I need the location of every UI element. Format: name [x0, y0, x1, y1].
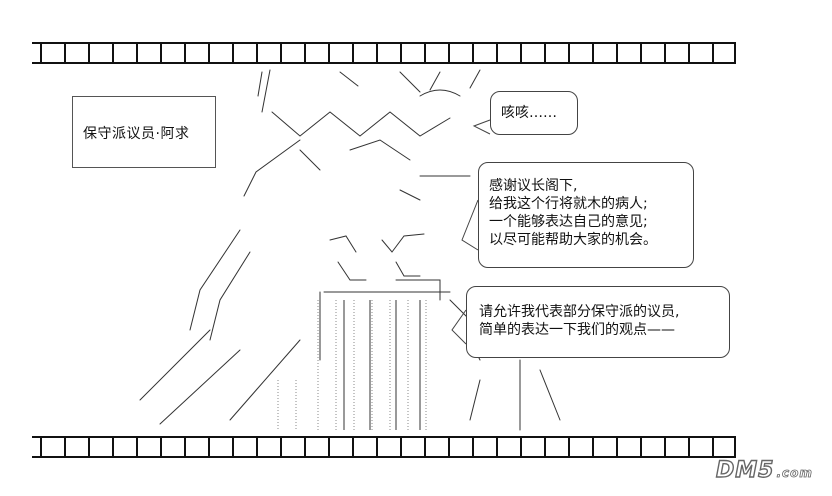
rail-tick: [472, 436, 474, 458]
rail-line: [32, 62, 736, 64]
rail-tick: [568, 42, 570, 64]
rail-tick: [520, 436, 522, 458]
rail-tick: [664, 436, 666, 458]
rail-tick: [160, 42, 162, 64]
rail-tick: [592, 42, 594, 64]
rail-tick: [208, 436, 210, 458]
rail-tick: [448, 42, 450, 64]
rail-tick: [328, 42, 330, 64]
rail-tick: [424, 42, 426, 64]
rail-tick: [184, 42, 186, 64]
rail-tick: [136, 42, 138, 64]
rail-tick: [304, 436, 306, 458]
collar: [319, 291, 451, 361]
eyes: [329, 233, 425, 253]
rail-tick: [496, 42, 498, 64]
rail-tick: [400, 42, 402, 64]
robe-left: [139, 329, 301, 425]
speech-bubble-cough: 咳咳……: [490, 91, 578, 135]
hair-fringe: [271, 111, 451, 137]
rail-tick: [640, 436, 642, 458]
rail-tick: [232, 42, 234, 64]
bubble-line: 请允许我代表部分保守派的议员,: [479, 304, 680, 320]
rail-tick: [136, 436, 138, 458]
rail-tick: [496, 436, 498, 458]
rail-tick: [112, 436, 114, 458]
rail-tick: [616, 436, 618, 458]
rail-tick: [568, 436, 570, 458]
rail-tick: [448, 436, 450, 458]
rail-tick: [88, 436, 90, 458]
rail-tick: [232, 436, 234, 458]
bubble-line: 以尽可能帮助大家的机会。: [489, 232, 657, 248]
hair-strands: [257, 69, 481, 113]
rail-tick: [40, 436, 42, 458]
rail-tick: [64, 436, 66, 458]
left-sleeve: [189, 229, 251, 341]
speech-bubble-thanks: 感谢议长阁下, 给我这个行将就木的病人; 一个能够表达自己的意见; 以尽可能帮助…: [478, 162, 694, 268]
rail-tick: [688, 42, 690, 64]
rail-tick: [712, 42, 714, 64]
rail-tick: [208, 42, 210, 64]
rail-tick: [64, 42, 66, 64]
rail-tick: [520, 42, 522, 64]
rail-tick: [734, 42, 736, 64]
rail-tick: [256, 42, 258, 64]
rail-line: [32, 456, 736, 458]
rail-tick: [424, 436, 426, 458]
rail-tick: [88, 42, 90, 64]
rail-tick: [256, 436, 258, 458]
rail-tick: [592, 436, 594, 458]
bubble-line: 一个能够表达自己的意见;: [489, 214, 648, 230]
rail-tick: [616, 42, 618, 64]
rail-tick: [664, 42, 666, 64]
rail-tick: [472, 42, 474, 64]
kimono-pattern: [277, 300, 427, 430]
film-rail-top: [32, 42, 736, 64]
rail-tick: [712, 436, 714, 458]
logo-suffix: .com: [776, 466, 813, 481]
rail-tick: [280, 436, 282, 458]
rail-tick: [544, 42, 546, 64]
rail-tick: [376, 42, 378, 64]
kimono-seams: [343, 300, 421, 430]
rail-line: [32, 436, 736, 438]
rail-line: [32, 42, 736, 44]
rail-tick: [112, 42, 114, 64]
rail-tick: [280, 42, 282, 64]
rail-tick: [184, 436, 186, 458]
hair-ornament: [419, 89, 461, 97]
bubble-line: 简单的表达一下我们的观点——: [479, 322, 675, 338]
character-caption: 保守派议员·阿求: [83, 126, 190, 142]
rail-tick: [640, 42, 642, 64]
site-logo-watermark: DM5.com: [715, 457, 813, 483]
rail-tick: [734, 436, 736, 458]
speech-bubble-statement: 请允许我代表部分保守派的议员, 简单的表达一下我们的观点——: [466, 286, 730, 358]
rail-tick: [304, 42, 306, 64]
character-caption-box: 保守派议员·阿求: [72, 96, 216, 168]
rail-tick: [544, 436, 546, 458]
cheeks: [337, 261, 421, 281]
bubble-line: 感谢议长阁下,: [489, 178, 578, 194]
chin: [395, 279, 441, 301]
rail-tick: [40, 42, 42, 64]
rail-tick: [160, 436, 162, 458]
logo-main: DM5: [715, 457, 775, 483]
rail-tick: [352, 42, 354, 64]
film-rail-bottom: [32, 436, 736, 458]
rail-tick: [328, 436, 330, 458]
rail-tick: [400, 436, 402, 458]
rail-tick: [352, 436, 354, 458]
face-lines: [399, 175, 471, 201]
bubble-tails: [451, 119, 491, 345]
bubble-line: 给我这个行将就木的病人;: [489, 196, 648, 212]
bubble-line: 咳咳……: [501, 105, 557, 121]
rail-tick: [376, 436, 378, 458]
head-outline: [243, 139, 411, 197]
rail-tick: [688, 436, 690, 458]
